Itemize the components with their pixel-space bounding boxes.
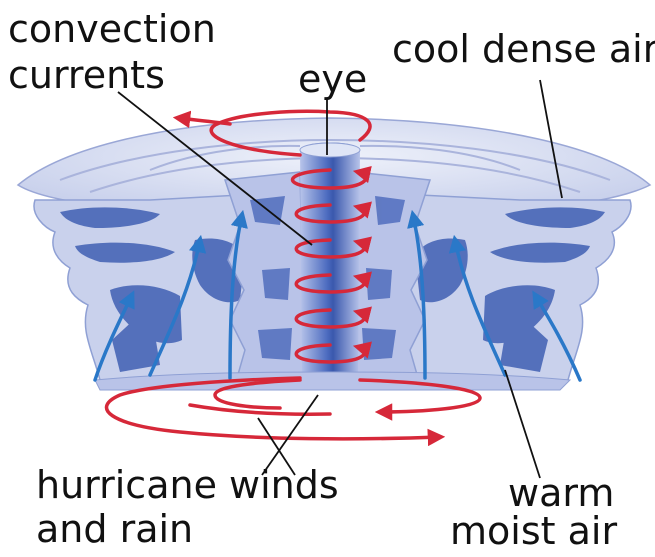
label-convection-line1: convection bbox=[8, 10, 216, 48]
eye-top bbox=[300, 143, 360, 157]
label-hurricane-line2: and rain bbox=[36, 510, 193, 548]
label-cool-dense-air: cool dense air bbox=[392, 30, 655, 68]
label-warm: warm bbox=[508, 474, 614, 512]
label-moist-air: moist air bbox=[450, 512, 617, 550]
eye-column bbox=[300, 143, 360, 391]
label-eye: eye bbox=[298, 60, 367, 98]
label-hurricane-line1: hurricane winds bbox=[36, 466, 339, 504]
label-convection-line2: currents bbox=[8, 56, 165, 94]
